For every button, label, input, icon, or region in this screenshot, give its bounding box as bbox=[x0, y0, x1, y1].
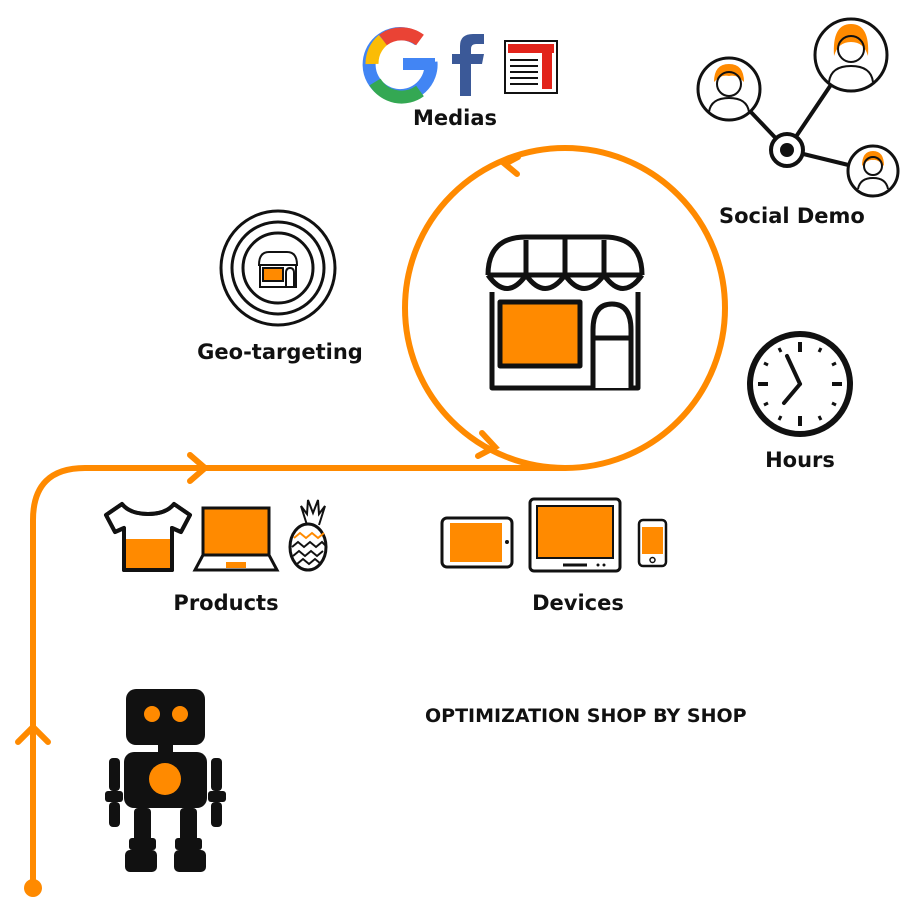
person-icon bbox=[813, 17, 889, 93]
arrow-loop-top bbox=[499, 154, 521, 177]
newspaper-icon bbox=[504, 40, 558, 94]
smartphone-icon bbox=[637, 518, 668, 568]
flow-line bbox=[30, 465, 568, 890]
arrow-right-horizontal bbox=[187, 452, 210, 484]
person-icon bbox=[846, 144, 900, 198]
label-geo-targeting: Geo-targeting bbox=[197, 340, 363, 364]
label-social-demo: Social Demo bbox=[719, 204, 865, 228]
label-hours: Hours bbox=[765, 448, 835, 472]
laptop-icon bbox=[192, 506, 280, 572]
clock-icon bbox=[747, 331, 853, 437]
arrow-loop-bottom bbox=[475, 430, 500, 459]
label-products: Products bbox=[173, 591, 279, 615]
label-medias: Medias bbox=[413, 106, 498, 130]
flow-path bbox=[15, 145, 728, 890]
arrow-up-left bbox=[15, 722, 51, 745]
monitor-icon bbox=[528, 497, 622, 573]
person-icon bbox=[696, 56, 762, 122]
facebook-f-icon bbox=[452, 34, 484, 96]
target-rings-icon bbox=[219, 209, 337, 327]
label-devices: Devices bbox=[532, 591, 624, 615]
flow-loop bbox=[402, 145, 728, 471]
social-network bbox=[696, 17, 900, 198]
pineapple-icon bbox=[288, 499, 328, 572]
flow-start-dot bbox=[24, 879, 42, 897]
storefront-icon bbox=[485, 234, 645, 391]
network-hub-icon bbox=[769, 132, 805, 168]
tablet-icon bbox=[440, 516, 514, 569]
robot-icon bbox=[105, 689, 226, 872]
t-shirt-icon bbox=[104, 502, 192, 572]
google-g-icon bbox=[362, 27, 438, 104]
headline: OPTIMIZATION SHOP BY SHOP bbox=[425, 705, 747, 727]
